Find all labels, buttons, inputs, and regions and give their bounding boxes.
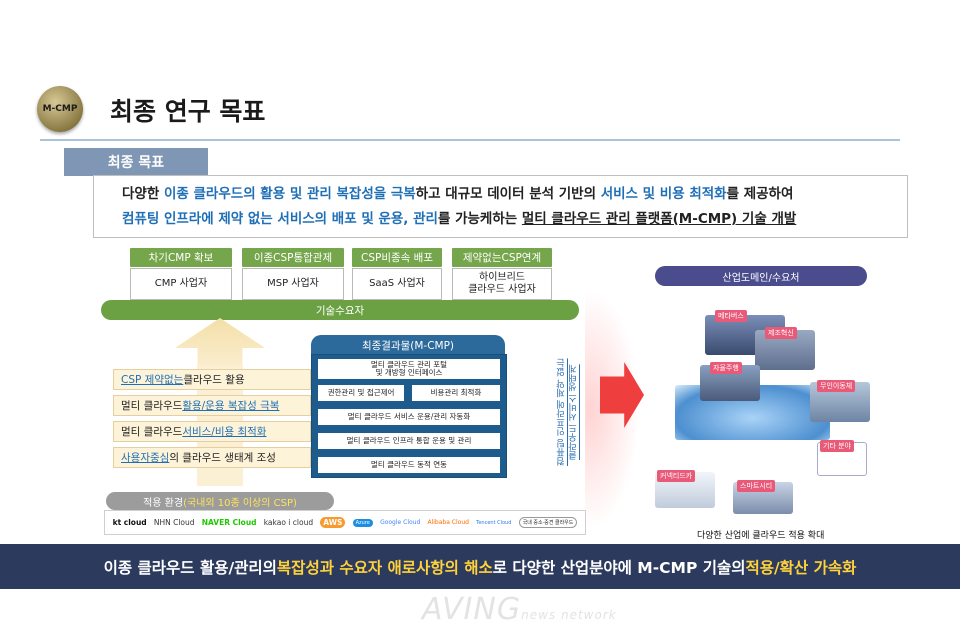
industry-label: 제조혁신: [765, 327, 797, 339]
column-body: MSP 사업자: [242, 268, 344, 300]
industry-caption: 다양한 산업에 클라우드 적용 확대: [697, 531, 825, 541]
goal-text: 하고 대규모 데이터 분석 기반의: [415, 186, 601, 202]
watermark-main: AVING: [422, 592, 522, 627]
banner-text: 이종 클라우드 활용/관리의: [103, 558, 277, 577]
industry-label: 스마트시티: [737, 480, 776, 492]
column-body: CMP 사업자: [130, 268, 232, 300]
result-item: 멀티 클라우드 관리 포털 및 개방형 인터페이스: [318, 359, 500, 379]
demand-bar: 기술수요자: [101, 300, 579, 320]
results-head: 최종결과물(M-CMP): [311, 335, 505, 355]
benefit-highlight: 활용/운용 복잡성 극복: [182, 400, 280, 412]
benefit-text: 의 클라우드 생태계 조성: [169, 452, 276, 464]
logo-google-cloud: Google Cloud: [380, 519, 421, 526]
result-item: 멀티 클라우드 동적 연동: [318, 457, 500, 473]
up-arrow-shape: [175, 318, 265, 368]
logo-azure: Azure: [352, 518, 373, 527]
goal-text: 를 가능케하는: [437, 211, 522, 227]
industry-illustration: 메타버스 제조혁신 자율주행 무인이동체 기타 분야 커넥티드카 스마트시티: [645, 290, 875, 520]
env-label: 적용 환경: [143, 497, 184, 509]
logo-aws: AWS: [320, 517, 346, 528]
logo-nhn-cloud: NHN Cloud: [153, 518, 195, 527]
logo-naver-cloud: NAVER Cloud: [201, 518, 257, 527]
goal-box: 다양한 이종 클라우드의 활용 및 관리 복잡성을 극복하고 대규모 데이터 분…: [93, 175, 908, 238]
goal-highlight: 서비스 및 비용 최적화: [600, 186, 727, 202]
benefit-item: 멀티 클라우드 서비스/비용 최적화: [113, 421, 311, 442]
benefit-item: CSP 제약없는 클라우드 활용: [113, 369, 311, 390]
column-body: SaaS 사업자: [352, 268, 442, 300]
industry-label: 메타버스: [715, 310, 747, 322]
logo-domestic: 국내 중소·중견 클라우드: [518, 517, 578, 528]
column-head: 제약없는CSP연계: [452, 248, 552, 267]
csp-logos: kt cloud NHN Cloud NAVER Cloud kakao i c…: [104, 510, 586, 535]
industry-label: 기타 분야: [820, 440, 854, 452]
benefit-text: 멀티 클라우드: [121, 400, 183, 412]
result-item: 멀티 클라우드 인프라 통합 운용 및 관리: [318, 433, 500, 449]
result-item: 비용관리 최적화: [412, 385, 500, 401]
goal-line-2: 컴퓨팅 인프라에 제약 없는 서비스의 배포 및 운용, 관리를 가능케하는 멀…: [102, 207, 899, 232]
title-divider: [40, 139, 900, 141]
benefit-text: 클라우드 활용: [183, 374, 245, 386]
benefit-highlight: 사용자중심: [121, 452, 170, 464]
logo-alibaba: Alibaba Cloud: [427, 519, 469, 526]
logo-kt-cloud: kt cloud: [112, 518, 147, 527]
banner-highlight: 적용/확산 가속화: [745, 558, 857, 577]
banner-text: 로 다양한 산업분야에 M-CMP 기술의: [492, 558, 746, 577]
column-head: CSP비종속 배포: [352, 248, 442, 267]
result-item: 권한관리 및 접근제어: [318, 385, 404, 401]
industry-label: 무인이동체: [817, 380, 856, 392]
goal-line-1: 다양한 이종 클라우드의 활용 및 관리 복잡성을 극복하고 대규모 데이터 분…: [102, 182, 899, 207]
column-head: 이종CSP통합관제: [242, 248, 344, 267]
benefit-text: 멀티 클라우드: [121, 426, 183, 438]
goal-tab: 최종 목표: [64, 148, 208, 176]
banner-highlight: 복잡성과 수요자 애로사항의 해소: [276, 558, 493, 577]
industry-head: 산업도메인/수요처: [655, 266, 867, 286]
goal-highlight: 이종 클라우드의 활용 및 관리 복잡성을 극복: [163, 186, 416, 202]
goal-underlined: 멀티 클라우드 관리 플랫폼(M-CMP) 기술 개발: [521, 211, 797, 227]
column-body: 하이브리드 클라우드 사업자: [452, 268, 552, 300]
watermark-sub: news network: [521, 608, 617, 622]
watermark: AVINGnews network: [422, 592, 617, 627]
logo-tencent: Tencent Cloud: [476, 519, 512, 526]
logo-kakao-cloud: kakao i cloud: [263, 518, 314, 527]
benefit-item: 멀티 클라우드 활용/운용 복잡성 극복: [113, 395, 311, 416]
page-title: 최종 연구 목표: [110, 97, 266, 126]
column-head: 차기CMP 확보: [130, 248, 232, 267]
benefit-highlight: 서비스/비용 최적화: [182, 426, 267, 438]
goal-highlight: 컴퓨팅 인프라에 제약 없는 서비스의 배포 및 운용, 관리: [122, 211, 438, 227]
industry-label: 자율주행: [710, 362, 742, 374]
env-tab: 적용 환경 (국내외 10종 이상의 CSP): [106, 492, 334, 510]
results-box: 멀티 클라우드 관리 포털 및 개방형 인터페이스 권한관리 및 접근제어 비용…: [311, 354, 507, 478]
mcmp-badge: M-CMP: [37, 86, 83, 132]
env-highlight: (국내외 10종 이상의 CSP): [183, 497, 297, 509]
benefit-highlight: CSP 제약없는: [121, 374, 184, 386]
industry-label: 커넥티드카: [657, 470, 696, 482]
result-item: 멀티 클라우드 서비스 운용/관리 자동화: [318, 409, 500, 425]
goal-text: 다양한: [122, 186, 164, 202]
goal-text: 를 제공하여: [726, 186, 794, 202]
